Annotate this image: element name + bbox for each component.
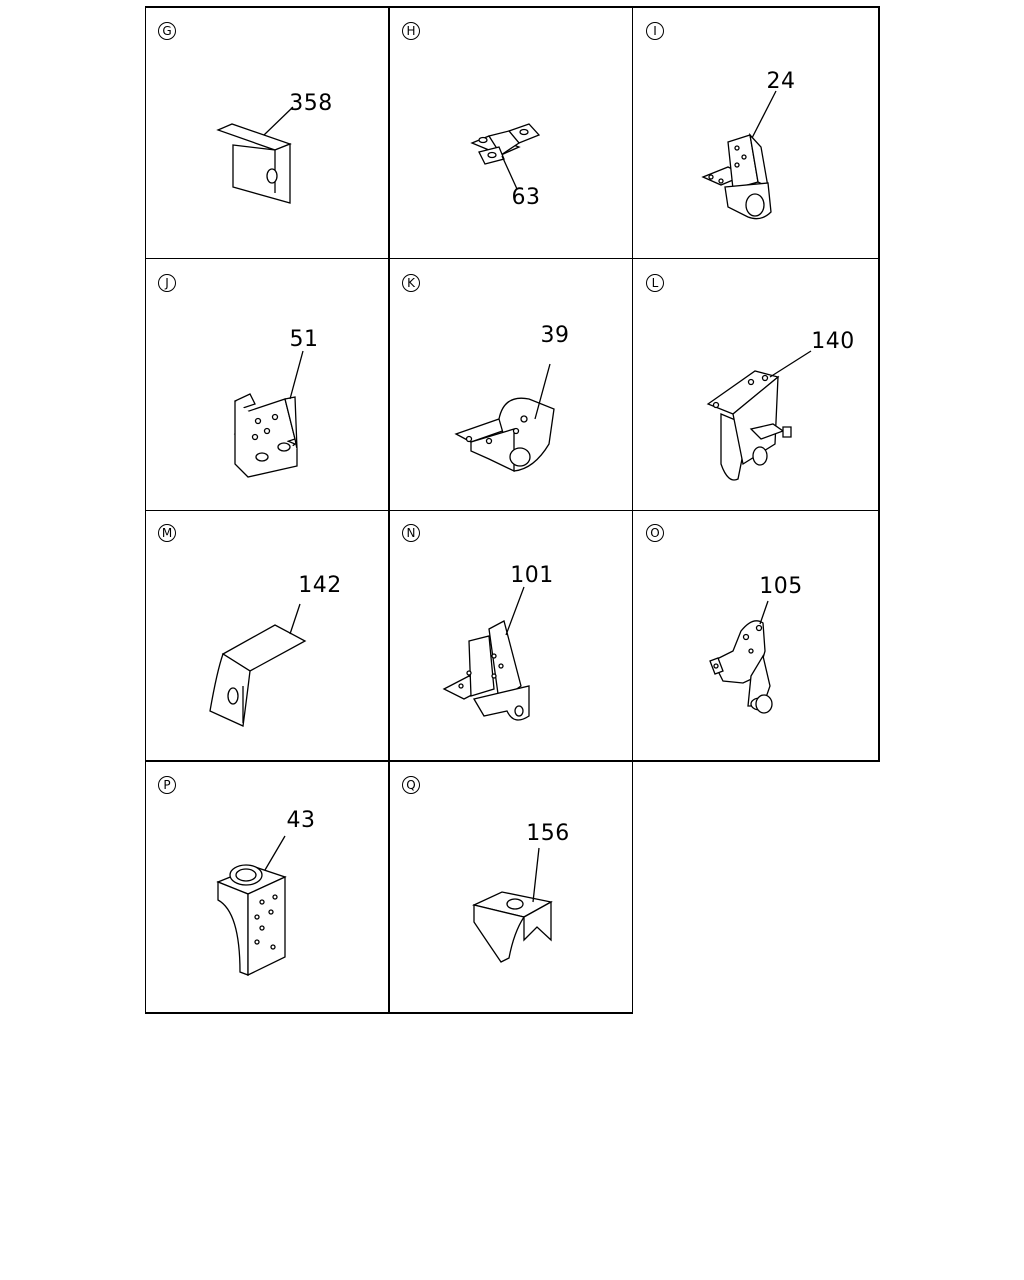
cell-G: G 358 (145, 7, 389, 259)
cell-O: O 105 (633, 511, 879, 761)
grid-line (878, 6, 880, 762)
part-number-105: 105 (759, 574, 803, 599)
part-number-43: 43 (286, 808, 316, 833)
cell-H: H 63 (389, 7, 632, 259)
grid-line (632, 6, 633, 1014)
grid-line (145, 258, 879, 259)
part-number-101: 101 (510, 563, 554, 588)
cell-K: K 39 (389, 259, 632, 511)
part-number-140: 140 (811, 329, 855, 354)
bracket-drawing-156 (389, 762, 632, 1013)
cell-I: I 24 (633, 7, 879, 259)
grid-line (145, 6, 146, 1014)
bracket-drawing-358 (145, 7, 389, 259)
part-number-156: 156 (526, 821, 570, 846)
callout-letter-O: O (646, 524, 664, 542)
callout-letter-K: K (402, 274, 420, 292)
grid-line (145, 6, 879, 8)
callout-letter-J: J (158, 274, 176, 292)
bracket-drawing-39 (389, 259, 632, 511)
part-number-24: 24 (766, 69, 796, 94)
part-number-358: 358 (289, 91, 333, 116)
bracket-drawing-24 (633, 7, 879, 259)
grid-line (145, 510, 879, 511)
part-number-39: 39 (540, 323, 570, 348)
cell-Q: Q 156 (389, 762, 632, 1013)
cell-N: N 101 (389, 511, 632, 761)
cell-P: P 43 (145, 762, 389, 1013)
callout-letter-G: G (158, 22, 176, 40)
part-number-142: 142 (298, 573, 342, 598)
bracket-drawing-51 (145, 259, 389, 511)
bracket-drawing-105 (633, 511, 879, 761)
bracket-drawing-101 (389, 511, 632, 761)
callout-letter-M: M (158, 524, 176, 542)
part-number-51: 51 (289, 327, 319, 352)
callout-letter-P: P (158, 776, 176, 794)
callout-letter-L: L (646, 274, 664, 292)
callout-letter-H: H (402, 22, 420, 40)
cell-L: L 140 (633, 259, 879, 511)
part-number-63: 63 (511, 185, 541, 210)
bracket-drawing-43 (145, 762, 389, 1013)
bracket-drawing-142 (145, 511, 389, 761)
cell-J: J 51 (145, 259, 389, 511)
callout-letter-Q: Q (402, 776, 420, 794)
cell-M: M 142 (145, 511, 389, 761)
grid-line (388, 6, 390, 1014)
callout-letter-N: N (402, 524, 420, 542)
callout-letter-I: I (646, 22, 664, 40)
bracket-drawing-140 (633, 259, 879, 511)
bracket-drawing-63 (389, 7, 632, 259)
grid-line (145, 760, 879, 762)
